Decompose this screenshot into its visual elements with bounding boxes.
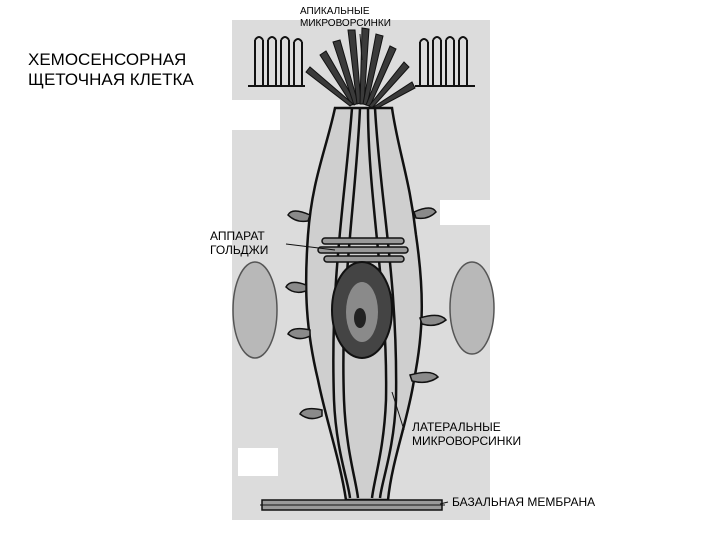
pointer-lines — [285, 33, 449, 505]
lateral-label-line-1: ЛАТЕРАЛЬНЫЕ — [412, 420, 501, 434]
panel-right-notch — [440, 200, 490, 225]
title-line-1: ХЕМОСЕНСОРНАЯ — [28, 50, 187, 69]
lateral-microvilli — [285, 207, 448, 420]
apical-microvilli-tuft — [305, 27, 416, 111]
nucleus — [331, 261, 393, 359]
left-neighbor-microvilli — [248, 36, 305, 87]
title-line-2: ЩЕТОЧНАЯ КЛЕТКА — [28, 69, 194, 89]
right-neighbor-microvilli — [415, 36, 475, 87]
basal-membrane — [260, 499, 445, 511]
golgi-label: АППАРАТ ГОЛЬДЖИ — [210, 229, 269, 258]
apical-pointer — [359, 33, 363, 61]
panel-left-notch-bottom — [238, 448, 278, 476]
right-neighbor-nucleus — [449, 261, 495, 355]
golgi-pointer — [285, 243, 336, 251]
left-neighbor-nucleus — [232, 261, 278, 359]
basal-label-line-1: БАЗАЛЬНАЯ МЕМБРАНА — [452, 495, 596, 509]
golgi-label-line-2: ГОЛЬДЖИ — [210, 242, 269, 257]
basal-pointer — [439, 501, 449, 505]
golgi-label-line-1: АППАРАТ — [210, 229, 265, 243]
lateral-label-line-2: МИКРОВОРСИНКИ — [412, 433, 522, 448]
diagram-title: ХЕМОСЕНСОРНАЯ ЩЕТОЧНАЯ КЛЕТКА — [28, 50, 194, 89]
basal-membrane-label: БАЗАЛЬНАЯ МЕМБРАНА — [452, 495, 596, 510]
panel-left-notch — [232, 100, 280, 130]
lateral-pointer — [391, 391, 405, 431]
apical-microvilli-label: АПИКАЛЬНЫЕ МИКРОВОРСИНКИ — [300, 6, 391, 29]
apical-label-line-1: АПИКАЛЬНЫЕ — [300, 6, 370, 17]
apical-label-line-2: МИКРОВОРСИНКИ — [300, 17, 391, 29]
lateral-microvilli-label: ЛАТЕРАЛЬНЫЕ МИКРОВОРСИНКИ — [412, 420, 522, 449]
golgi-apparatus — [317, 237, 409, 263]
